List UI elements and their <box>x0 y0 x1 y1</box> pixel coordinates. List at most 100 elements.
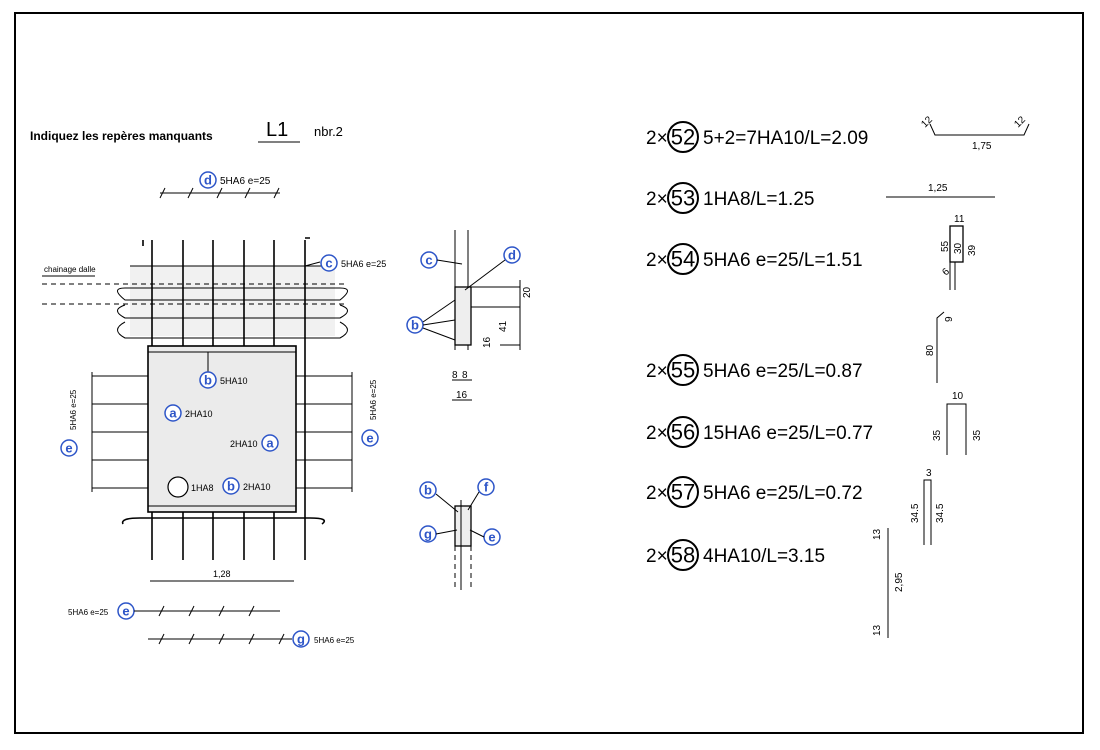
svg-text:1,25: 1,25 <box>928 183 948 194</box>
svg-text:d: d <box>508 248 516 263</box>
chainage-label: chainage dalle <box>44 265 96 274</box>
svg-text:2×: 2× <box>646 250 668 271</box>
svg-text:10: 10 <box>952 391 964 402</box>
svg-text:13: 13 <box>872 528 883 540</box>
svg-text:c: c <box>325 256 332 271</box>
svg-text:16: 16 <box>456 390 468 401</box>
svg-text:3: 3 <box>926 468 932 479</box>
schedule-row-53: 2× 53 1HA8/L=1.25 1,25 <box>646 182 995 214</box>
schedule-row-52: 2× 52 5+2=7HA10/L=2.09 12 1,75 12 <box>646 114 1030 153</box>
svg-text:56: 56 <box>671 420 695 445</box>
svg-text:54: 54 <box>671 247 695 272</box>
svg-text:c: c <box>425 253 432 268</box>
svg-text:34.5: 34.5 <box>910 503 921 523</box>
callout-b-bottom: b 2HA10 <box>222 477 271 495</box>
svg-text:5HA6 e=25: 5HA6 e=25 <box>69 389 78 430</box>
svg-text:5HA6 e=25: 5HA6 e=25 <box>68 608 109 617</box>
svg-text:58: 58 <box>671 543 695 568</box>
svg-text:16: 16 <box>482 336 493 348</box>
section-view-lower: b f g e <box>419 478 501 590</box>
svg-text:e: e <box>366 431 373 446</box>
svg-text:13: 13 <box>872 624 883 636</box>
instruction-text: Indiquez les repères manquants <box>30 129 213 143</box>
svg-text:20: 20 <box>522 286 533 298</box>
schedule-row-55: 2× 55 5HA6 e=25/L=0.87 9 80 <box>646 311 955 386</box>
svg-text:5HA6 e=25: 5HA6 e=25 <box>369 379 378 420</box>
svg-text:55: 55 <box>671 358 695 383</box>
slab-mid-loop <box>117 304 348 319</box>
left-side-bars <box>91 372 148 492</box>
svg-text:2×: 2× <box>646 361 668 382</box>
svg-text:12: 12 <box>919 114 935 130</box>
svg-text:5HA10: 5HA10 <box>220 376 248 386</box>
svg-text:1,75: 1,75 <box>972 141 992 152</box>
callout-c-leader <box>304 261 321 267</box>
svg-text:57: 57 <box>671 480 695 505</box>
schedule-row-54: 2× 54 5HA6 e=25/L=1.51 11 55 30 39 6 <box>646 214 978 290</box>
callout-1ha8: 1HA8 <box>167 476 214 498</box>
svg-text:2HA10: 2HA10 <box>185 409 213 419</box>
svg-text:2,95: 2,95 <box>894 572 905 592</box>
svg-text:g: g <box>297 632 305 647</box>
svg-text:e: e <box>65 441 72 456</box>
svg-text:8: 8 <box>452 370 458 381</box>
callout-a-left: a 2HA10 <box>164 404 213 422</box>
svg-text:53: 53 <box>671 186 695 211</box>
svg-text:5HA6 e=25/L=0.72: 5HA6 e=25/L=0.72 <box>703 483 863 504</box>
svg-text:9: 9 <box>944 316 955 322</box>
bottom-u-bar <box>121 517 326 525</box>
callout-c-right: c 5HA6 e=25 <box>320 254 386 272</box>
svg-text:5HA6 e=25: 5HA6 e=25 <box>314 636 355 645</box>
svg-text:15HA6 e=25/L=0.77: 15HA6 e=25/L=0.77 <box>703 423 873 444</box>
svg-text:34.5: 34.5 <box>935 503 946 523</box>
svg-text:5HA6 e=25/L=1.51: 5HA6 e=25/L=1.51 <box>703 250 863 271</box>
svg-text:1HA8: 1HA8 <box>191 483 214 493</box>
svg-text:8: 8 <box>462 370 468 381</box>
svg-text:5HA6 e=25: 5HA6 e=25 <box>341 259 386 269</box>
svg-text:35: 35 <box>972 429 983 441</box>
svg-text:a: a <box>169 406 177 421</box>
slab-low-loop <box>117 321 348 339</box>
svg-text:d: d <box>204 173 212 188</box>
svg-text:35: 35 <box>932 429 943 441</box>
callout-e-bottom: 5HA6 e=25 e <box>68 602 280 620</box>
svg-text:5HA6 e=25/L=0.87: 5HA6 e=25/L=0.87 <box>703 361 863 382</box>
top-spacing-line <box>159 187 280 199</box>
elevation-view: d 5HA6 e=25 chainage dalle c 5HA6 e=25 <box>42 171 386 648</box>
svg-text:b: b <box>227 479 235 494</box>
schedule-row-58: 2× 58 4HA10/L=3.15 13 2,95 13 <box>646 528 905 638</box>
callout-b-mid: b 5HA10 <box>199 371 248 389</box>
svg-text:39: 39 <box>967 244 978 256</box>
svg-text:b: b <box>204 373 212 388</box>
svg-text:11: 11 <box>954 214 965 225</box>
callout-a-right: 2HA10 a <box>230 434 279 452</box>
svg-text:30: 30 <box>953 242 964 254</box>
callout-g-bottom: g 5HA6 e=25 <box>148 630 355 648</box>
slab-top-loop <box>117 287 348 301</box>
svg-text:1HA8/L=1.25: 1HA8/L=1.25 <box>703 189 814 210</box>
svg-text:52: 52 <box>671 125 695 150</box>
slab-band <box>130 266 335 336</box>
svg-text:2×: 2× <box>646 128 668 149</box>
svg-text:b: b <box>424 483 432 498</box>
svg-text:a: a <box>266 436 274 451</box>
schedule-row-57: 2× 57 5HA6 e=25/L=0.72 3 34.5 34.5 <box>646 468 946 545</box>
element-name: L1 <box>266 119 288 141</box>
svg-text:2×: 2× <box>646 546 668 567</box>
svg-text:2HA10: 2HA10 <box>230 439 258 449</box>
svg-text:2×: 2× <box>646 483 668 504</box>
svg-text:e: e <box>488 530 495 545</box>
svg-text:b: b <box>411 318 419 333</box>
svg-text:12: 12 <box>1012 114 1028 130</box>
svg-text:5+2=7HA10/L=2.09: 5+2=7HA10/L=2.09 <box>703 128 868 149</box>
svg-text:6: 6 <box>940 266 952 278</box>
element-count: nbr.2 <box>314 124 343 139</box>
svg-text:41: 41 <box>498 320 509 332</box>
svg-text:g: g <box>424 527 432 542</box>
svg-text:5HA6 e=25: 5HA6 e=25 <box>220 176 271 187</box>
svg-text:2×: 2× <box>646 189 668 210</box>
svg-text:4HA10/L=3.15: 4HA10/L=3.15 <box>703 546 825 567</box>
callout-e-right: 5HA6 e=25 e <box>361 379 379 447</box>
right-side-bars <box>296 372 353 492</box>
svg-text:80: 80 <box>925 344 936 356</box>
